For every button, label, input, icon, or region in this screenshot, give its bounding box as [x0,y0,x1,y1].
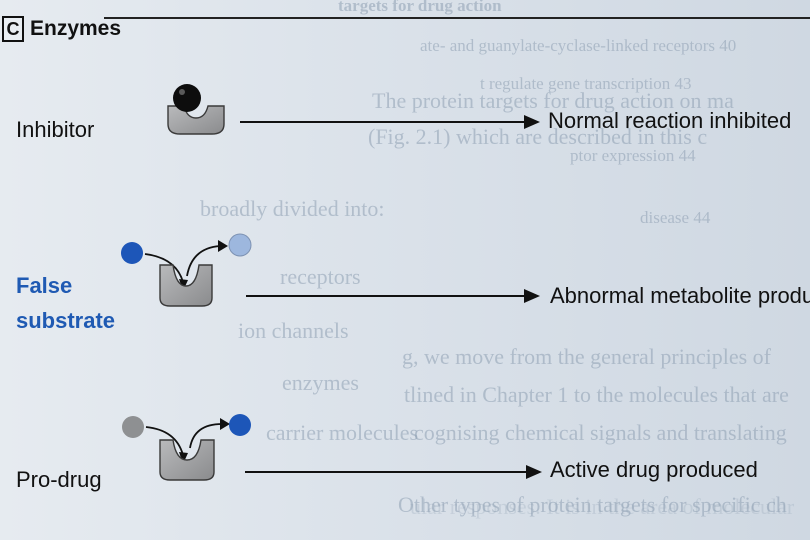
false-substrate-outcome: Abnormal metabolite produced [550,283,810,309]
prodrug-molecule-icon [122,416,144,438]
inhibitor-outcome: Normal reaction inhibited [548,108,791,134]
false-substrate-label: False substrate [16,268,115,338]
inhibitor-outcome-arrow [240,121,526,123]
false-substrate-molecule-icon [121,242,143,264]
enzyme-icon [160,265,212,306]
active-drug-icon [229,414,251,436]
inhibitor-molecule-icon [173,84,201,112]
enzyme-icon [160,440,214,480]
false-substrate-outcome-arrow [246,295,526,297]
abnormal-metabolite-icon [229,234,251,256]
false-substrate-label-line2: substrate [16,303,115,338]
enzyme-icon [168,106,224,134]
false-substrate-label-line1: False [16,268,115,303]
prodrug-outcome: Active drug produced [550,457,758,483]
inhibitor-label: Inhibitor [16,117,94,143]
arrowhead-icon [218,240,228,252]
arrowhead-icon [220,418,230,430]
prodrug-outcome-arrow [245,471,528,473]
prodrug-label: Pro-drug [16,467,102,493]
inhibitor-highlight [179,89,185,95]
